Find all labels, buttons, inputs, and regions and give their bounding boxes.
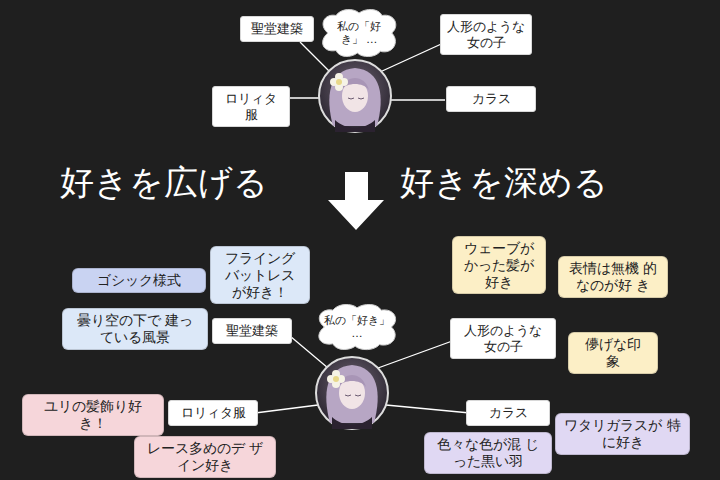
heading-label: 好きを広げる	[60, 160, 268, 206]
detail-box: ワタリガラスが 特に好き	[555, 413, 690, 455]
topic-box: 聖堂建築	[240, 16, 314, 42]
node-text: ロリィタ服	[181, 405, 246, 421]
node-text: ユリの髪飾り好 き！	[31, 398, 155, 432]
node-text: 人形のような 女の子	[457, 323, 549, 354]
detail-box: 色々な色が混 じった黒い羽	[424, 432, 552, 474]
node-text: 表情は無機 的なのが好 き	[567, 260, 659, 294]
node-text: 人形のような 女の子	[447, 19, 525, 50]
node-text: ロリィタ服	[219, 91, 283, 122]
topic-box: 人形のような 女の子	[450, 318, 556, 359]
node-text: 聖堂建築	[226, 323, 278, 339]
node-text: フライング バットレス が好き！	[219, 250, 301, 300]
topic-box: カラス	[466, 400, 550, 426]
detail-box: レース多めのデ ザイン好き	[134, 436, 276, 478]
detail-box: 儚げな印 象	[568, 332, 658, 374]
detail-box: フライング バットレス が好き！	[210, 246, 310, 304]
thought-bubble: 私の「好き」 …	[314, 303, 400, 351]
detail-box: 曇り空の下で 建っている風景	[62, 308, 208, 350]
node-text: ウェーブが かった髪が 好き	[461, 240, 537, 290]
node-text: 儚げな印 象	[577, 336, 649, 370]
node-text: カラス	[472, 91, 511, 107]
topic-box: 人形のような 女の子	[440, 14, 532, 55]
detail-box: ゴシック様式	[72, 268, 206, 293]
node-text: カラス	[489, 405, 528, 421]
node-text: レース多めのデ ザイン好き	[143, 440, 267, 474]
topic-box: ロリィタ服	[212, 86, 290, 127]
node-text: 私の「好き」 …	[324, 314, 390, 340]
node-text: 私の「好き」 …	[328, 20, 390, 46]
detail-box: ウェーブが かった髪が 好き	[452, 236, 546, 294]
thought-bubble: 私の「好き」 …	[318, 8, 400, 58]
node-text: 曇り空の下で 建っている風景	[71, 312, 199, 346]
topic-box: ロリィタ服	[168, 400, 258, 426]
topic-box: カラス	[446, 86, 536, 112]
node-text: 色々な色が混 じった黒い羽	[433, 436, 543, 470]
detail-box: ユリの髪飾り好 き！	[22, 394, 164, 436]
node-text: ワタリガラスが 特に好き	[564, 417, 681, 451]
node-text: ゴシック様式	[97, 272, 181, 289]
detail-box: 表情は無機 的なのが好 き	[558, 256, 668, 298]
topic-box: 聖堂建築	[212, 318, 292, 344]
node-text: 聖堂建築	[251, 21, 303, 37]
heading-label: 好きを深める	[400, 160, 608, 206]
